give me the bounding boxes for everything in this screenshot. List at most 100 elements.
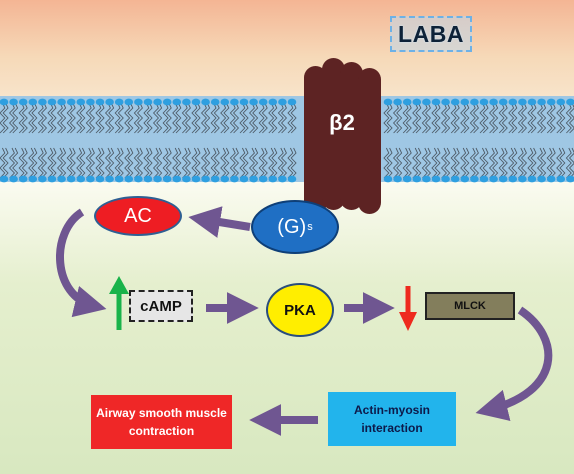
lipid-head <box>258 175 268 183</box>
lipid-head <box>527 175 537 183</box>
lipid-head <box>431 98 441 106</box>
lipid-tail <box>28 102 35 134</box>
lipid-head <box>441 98 450 106</box>
lipid-tail <box>210 102 217 134</box>
lipid-tail <box>450 147 457 179</box>
lipid-tail <box>156 147 163 179</box>
lipid-tail <box>28 147 35 179</box>
lipid-tail <box>511 102 518 134</box>
lipid-tail <box>444 147 451 179</box>
lipid-tail <box>431 147 438 179</box>
lipid-tail <box>50 147 57 179</box>
lipid-tail <box>156 102 163 134</box>
lipid-tail <box>146 147 153 179</box>
lipid-tail <box>2 147 9 179</box>
lipid-tail <box>133 147 140 179</box>
lipid-head <box>422 98 431 106</box>
lipid-head <box>470 98 479 106</box>
receptor-helix-3 <box>340 62 363 210</box>
lipid-tail <box>559 102 566 134</box>
lipid-tail <box>386 102 393 134</box>
lipid-head <box>546 175 556 183</box>
lipid-tail <box>98 147 105 179</box>
lipid-head <box>393 175 402 183</box>
lipid-head <box>38 175 47 183</box>
lipid-tail <box>60 147 67 179</box>
lipid-head <box>28 98 38 106</box>
lipid-head <box>498 175 508 183</box>
lipid-tail <box>37 147 44 179</box>
ac-node: AC <box>94 196 182 236</box>
lipid-head <box>239 175 249 183</box>
lipid-tail <box>98 102 105 134</box>
lipid-tail <box>530 102 537 134</box>
lipid-tail <box>229 102 236 134</box>
lipid-tail <box>181 102 188 134</box>
lipid-tail <box>431 102 438 134</box>
lipid-head <box>258 98 268 106</box>
lipid-head <box>153 175 162 183</box>
lipid-tail <box>559 147 566 179</box>
lipid-tail <box>37 102 44 134</box>
lipid-head <box>114 175 124 183</box>
lipid-tail <box>277 102 284 134</box>
lipid-head <box>508 98 518 106</box>
lipid-head <box>18 98 28 106</box>
lipid-head <box>441 175 450 183</box>
lipid-tail <box>482 147 489 179</box>
lipid-head <box>134 175 143 183</box>
lipid-tail <box>114 147 121 179</box>
lipid-tail <box>232 147 240 179</box>
lipid-tail <box>472 147 480 179</box>
lipid-tail <box>508 147 515 179</box>
lipid-tail <box>536 102 544 134</box>
lipid-tail <box>287 147 294 179</box>
lipid-head <box>95 98 105 106</box>
lipid-tail <box>268 102 275 134</box>
lipid-head <box>76 98 86 106</box>
lipid-tail <box>261 147 268 179</box>
lipid-tail <box>271 102 278 134</box>
lipid-head <box>431 175 441 183</box>
lipid-tail <box>181 147 188 179</box>
lipid-head <box>153 98 162 106</box>
lipid-tail <box>162 147 169 179</box>
lipid-head <box>182 98 191 106</box>
arrow-gs-to-ac <box>188 206 251 238</box>
lipid-tail <box>248 102 256 134</box>
lipid-tail <box>0 102 6 134</box>
lipid-tail <box>21 102 28 134</box>
lipid-tail <box>421 147 428 179</box>
cell-membrane <box>0 96 574 182</box>
lipid-tail <box>460 102 467 134</box>
lipid-head <box>162 98 172 106</box>
lipid-head <box>402 98 412 106</box>
lipid-tail <box>556 102 563 134</box>
lipid-tail <box>527 102 534 134</box>
lipid-tail <box>66 102 73 134</box>
lipid-tail <box>469 102 476 134</box>
lipid-tail <box>444 102 451 134</box>
lipid-tail <box>210 147 217 179</box>
lipid-tail <box>143 147 150 179</box>
lipid-head <box>498 98 508 106</box>
lipid-tail <box>40 102 48 134</box>
lipid-tails <box>0 102 574 179</box>
lipid-tail <box>482 102 489 134</box>
lipid-tail <box>213 147 220 179</box>
lipid-head <box>47 98 57 106</box>
lipid-head <box>278 98 287 106</box>
lipid-tail <box>479 102 486 134</box>
lipid-tail <box>47 102 54 134</box>
pka-node: PKA <box>266 283 334 337</box>
lipid-tail <box>12 147 19 179</box>
lipid-head <box>287 175 297 183</box>
lipid-tail <box>252 147 259 179</box>
lipid-tail <box>204 102 211 134</box>
lipid-tail <box>95 147 102 179</box>
lipid-tail <box>392 147 400 179</box>
lipid-tail <box>0 147 6 179</box>
lipid-head <box>28 175 38 183</box>
lipid-tail <box>127 102 134 134</box>
lipid-head <box>134 98 143 106</box>
